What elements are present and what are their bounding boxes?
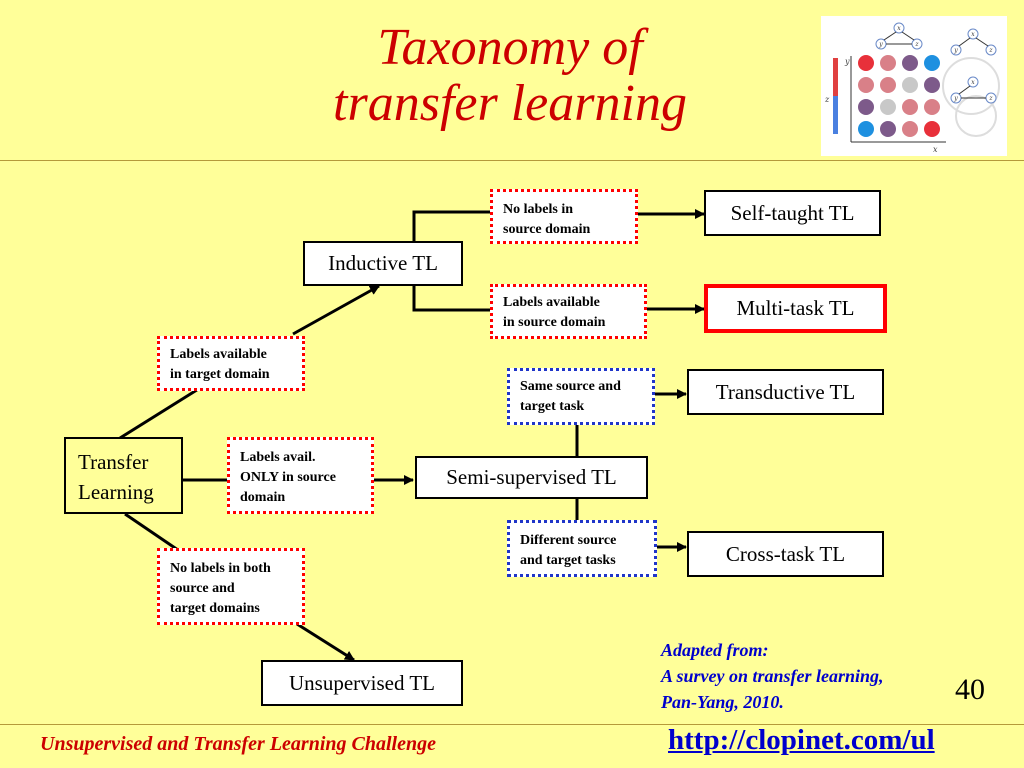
condition-no-labels-source: No labels in source domain xyxy=(490,189,638,244)
condition-no-labels-both: No labels in both source and target doma… xyxy=(157,548,305,625)
dot-grid xyxy=(858,55,940,137)
footer-text: Unsupervised and Transfer Learning Chall… xyxy=(40,733,436,755)
footer-link[interactable]: http://clopinet.com/ul xyxy=(668,724,935,756)
thumb-node-label: y xyxy=(953,95,958,102)
thumb-node-label: y xyxy=(878,41,883,48)
condition-labels-only-source: Labels avail. ONLY in source domain xyxy=(227,437,374,514)
edge-inductive-branch-lower xyxy=(412,286,492,312)
footer-divider xyxy=(0,724,1024,725)
condition-labels-source: Labels available in source domain xyxy=(490,284,647,339)
thumb-node-label: z xyxy=(988,95,993,102)
thumb-node-label: x xyxy=(971,79,975,86)
node-self-taught-tl: Self-taught TL xyxy=(704,190,881,236)
edge-labels-target-to-inductive xyxy=(292,284,380,336)
edge-inductive-branch-upper xyxy=(412,210,492,242)
title-divider xyxy=(0,160,1024,161)
citation: Adapted from: A survey on transfer learn… xyxy=(661,640,884,712)
node-inductive-tl: Inductive TL xyxy=(303,241,463,286)
condition-same-source-task: Same source and target task xyxy=(507,368,655,425)
thumbnail-illustration: z y x x y z x y z x y z xyxy=(821,16,1007,156)
thumb-node-label: x xyxy=(897,25,901,32)
node-transductive-tl: Transductive TL xyxy=(687,369,884,415)
mini-graphs: x y z x y z x y z xyxy=(875,22,997,104)
condition-different-tasks: Different source and target tasks xyxy=(507,520,657,577)
page-number: 40 xyxy=(955,673,985,706)
node-cross-task-tl: Cross-task TL xyxy=(687,531,884,577)
thumb-axis-z: z xyxy=(824,95,830,104)
slide-title: Taxonomy of transfer learning xyxy=(333,19,687,132)
thumb-node-label: z xyxy=(914,41,919,48)
node-unsupervised-tl: Unsupervised TL xyxy=(261,660,463,706)
node-semi-supervised-tl: Semi-supervised TL xyxy=(415,456,648,499)
edge-transfer-to-labels-target xyxy=(119,386,201,440)
thumb-axis-x: x xyxy=(933,145,938,154)
edge-transfer-to-no-labels-both xyxy=(124,512,179,552)
thumb-axis-y: y xyxy=(844,57,850,66)
edge-no-labels-both-to-unsupervised xyxy=(296,622,355,662)
thumb-node-label: z xyxy=(988,47,993,54)
thumb-node-label: y xyxy=(953,47,958,54)
node-transfer-learning: Transfer Learning xyxy=(64,437,183,514)
condition-labels-target: Labels available in target domain xyxy=(157,336,305,391)
node-multi-task-tl: Multi-task TL xyxy=(704,284,887,333)
thumb-node-label: x xyxy=(971,31,975,38)
